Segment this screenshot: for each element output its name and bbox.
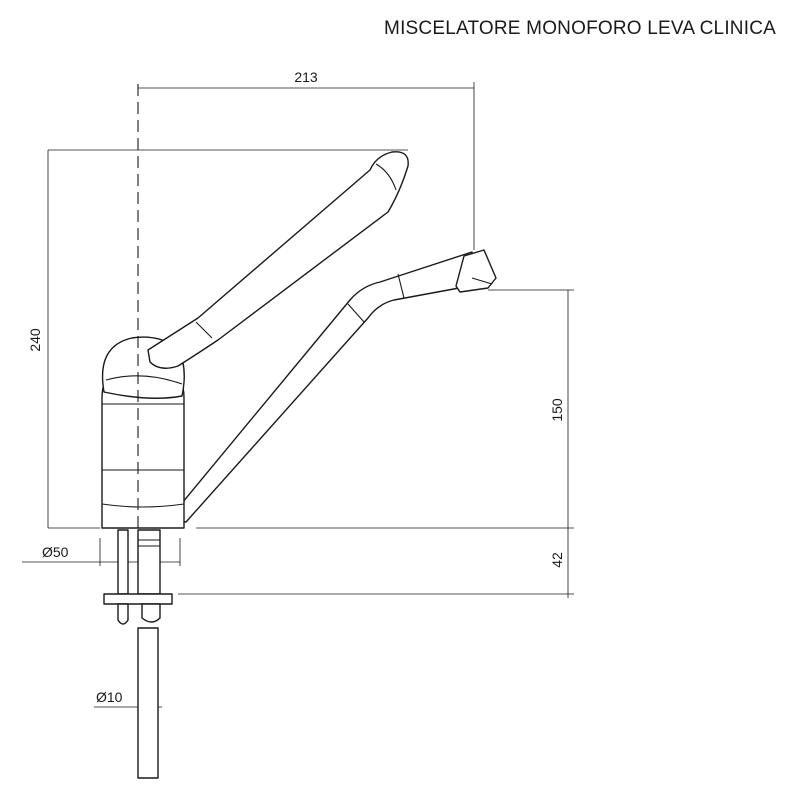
dimension-150: 150 bbox=[488, 289, 574, 528]
faucet-spout bbox=[167, 249, 497, 523]
dimension-diam-10-label: Ø10 bbox=[96, 689, 123, 705]
mounting-assembly bbox=[103, 529, 173, 779]
dimension-240-label: 240 bbox=[27, 328, 43, 352]
clinical-lever bbox=[147, 151, 409, 369]
dimension-150-label: 150 bbox=[549, 398, 565, 422]
dimension-42: 42 bbox=[178, 527, 574, 598]
dimension-42-label: 42 bbox=[549, 552, 565, 568]
dimension-diam-50-label: Ø50 bbox=[42, 544, 69, 560]
drawing-title: MISCELATORE MONOFORO LEVA CLINICA bbox=[384, 18, 776, 39]
dimension-213: 213 bbox=[138, 69, 475, 250]
dimension-213-label: 213 bbox=[294, 69, 318, 85]
mixer-body bbox=[101, 336, 185, 529]
dimension-240: 240 bbox=[27, 149, 408, 529]
